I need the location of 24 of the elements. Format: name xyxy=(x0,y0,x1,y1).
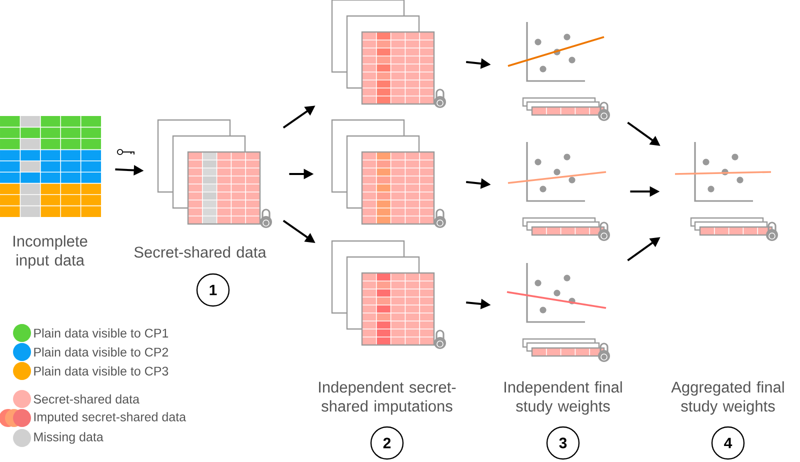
caption: Independent secret-shared imputations xyxy=(319,381,456,415)
scatter-plot-drawing xyxy=(508,22,610,121)
data-stack-drawing xyxy=(331,0,446,108)
data-stack-drawing xyxy=(157,119,272,228)
scatter-plot-drawing xyxy=(674,142,778,241)
data-stack-drawing xyxy=(331,240,446,349)
step-number: 4 xyxy=(711,426,745,460)
data-grid-drawing xyxy=(0,116,102,218)
caption: Independent final study weights xyxy=(504,381,622,415)
scatter-plot-drawing xyxy=(506,263,610,362)
caption: Secret-shared data xyxy=(134,246,266,258)
legend-text: Plain data visible to CP3 xyxy=(34,366,168,376)
legend-text: Secret-shared data xyxy=(34,394,140,404)
scatter-plot-drawing xyxy=(508,142,610,241)
legend-text: Plain data visible to CP1 xyxy=(34,328,168,338)
legend-text: Plain data visible to CP2 xyxy=(34,347,168,357)
caption: Aggregated final study weights xyxy=(671,381,784,415)
step-number: 2 xyxy=(370,426,404,460)
data-stack-drawing xyxy=(331,119,446,228)
legend-text: Missing data xyxy=(34,432,104,444)
legend-text: Imputed secret-shared data xyxy=(34,412,186,424)
step-number: 3 xyxy=(546,426,580,460)
caption: Incomplete input data xyxy=(14,235,88,269)
step-number: 1 xyxy=(196,273,230,307)
